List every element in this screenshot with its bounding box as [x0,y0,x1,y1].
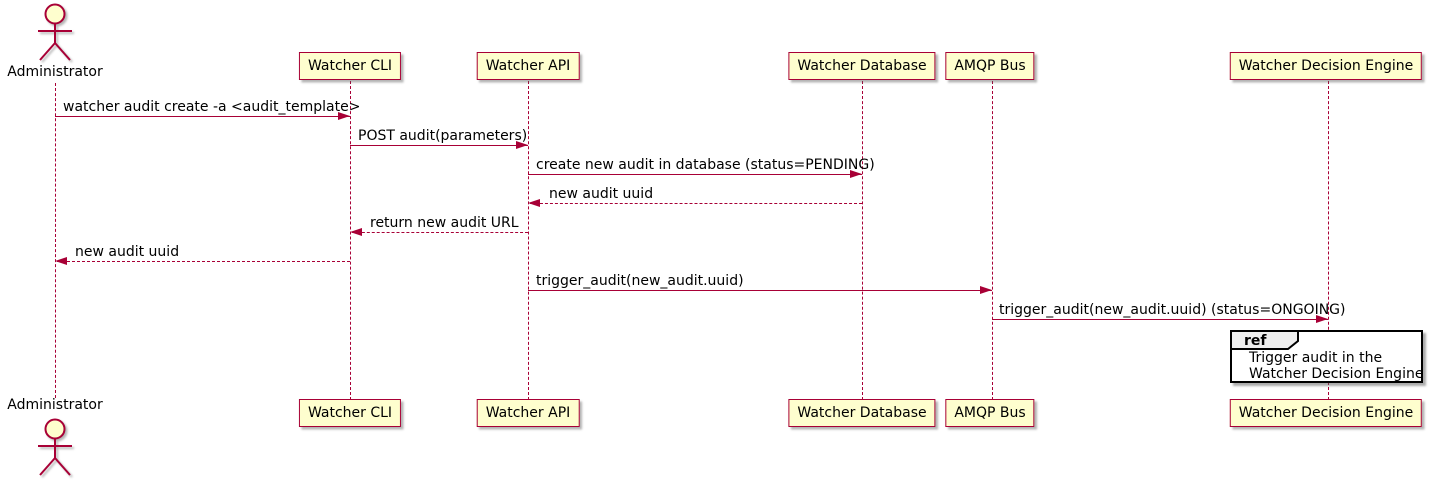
lifeline-watcher-database [861,81,863,400]
message-line-2 [350,145,528,146]
lifeline-amqp-bus [991,81,993,400]
message-line-4 [530,203,862,204]
lifeline-watcher-api [527,81,529,400]
message-label-1: watcher audit create -a <audit_template> [63,99,361,115]
participant-top-amqp-bus: AMQP Bus [945,52,1035,80]
participant-bottom-watcher-database: Watcher Database [788,399,936,427]
lifeline-watcher-cli [349,81,351,400]
message-line-8 [992,319,1328,320]
lifeline-administrator [54,83,56,398]
message-line-6 [57,261,350,262]
message-line-5 [352,232,528,233]
actor-figure-top [38,3,72,61]
arrowhead-right-icon [980,286,992,294]
actor-figure-bottom [38,418,72,476]
arrowhead-left-icon [55,257,67,265]
participant-bottom-watcher-cli: Watcher CLI [298,399,402,427]
actor-label-top: Administrator [7,64,103,80]
message-line-1 [55,116,350,117]
message-label-3: create new audit in database (status=PEN… [536,157,875,173]
arrowhead-left-icon [528,199,540,207]
participant-bottom-watcher-api: Watcher API [476,399,580,427]
message-line-7 [528,290,992,291]
arrowhead-right-icon [516,141,528,149]
message-line-3 [528,174,862,175]
ref-tab-icon [1230,330,1299,350]
participant-top-watcher-decision-engine: Watcher Decision Engine [1229,52,1423,80]
arrowhead-right-icon [338,112,350,120]
ref-text-line-2: Watcher Decision Engine [1249,366,1424,382]
participant-top-watcher-api: Watcher API [476,52,580,80]
arrowhead-left-icon [350,228,362,236]
ref-text-line-1: Trigger audit in the [1249,350,1383,366]
arrowhead-right-icon [850,170,862,178]
ref-fragment: ref Trigger audit in the Watcher Decisio… [1230,330,1423,383]
lifeline-watcher-decision-engine [1327,81,1329,400]
message-label-4: new audit uuid [549,186,654,202]
ref-tag-label: ref [1244,333,1267,349]
message-label-5: return new audit URL [370,215,519,231]
participant-top-watcher-database: Watcher Database [788,52,936,80]
message-label-7: trigger_audit(new_audit.uuid) [536,273,744,289]
actor-label-bottom: Administrator [7,397,103,413]
participant-bottom-amqp-bus: AMQP Bus [945,399,1035,427]
participant-top-watcher-cli: Watcher CLI [298,52,402,80]
message-label-2: POST audit(parameters) [358,128,528,144]
participant-bottom-watcher-decision-engine: Watcher Decision Engine [1229,399,1423,427]
message-label-8: trigger_audit(new_audit.uuid) (status=ON… [999,302,1346,318]
message-label-6: new audit uuid [75,244,180,260]
arrowhead-right-icon [1316,315,1328,323]
